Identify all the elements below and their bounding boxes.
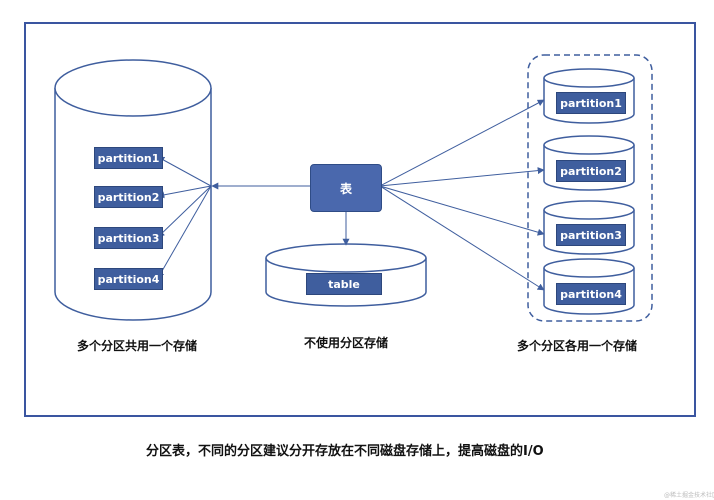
- arrow-to-right-partition: [379, 99, 545, 187]
- arrow-to-left-partition: [157, 185, 212, 238]
- table-node: 表: [310, 164, 382, 212]
- arrow-to-right-partition: [379, 185, 545, 236]
- per-partition-storage-group: [527, 54, 653, 322]
- bottom-caption: 分区表，不同的分区建议分开存放在不同磁盘存储上，提高磁盘的I/O: [146, 444, 544, 459]
- watermark: @稀土掘金技术社区: [664, 492, 714, 499]
- arrow-to-left-partition: [157, 156, 212, 187]
- right-caption: 多个分区各用一个存储: [517, 339, 638, 353]
- arrow-to-right-partition: [379, 185, 545, 291]
- right-partition-box: partition1: [556, 92, 626, 114]
- arrow-to-left-partition: [157, 185, 212, 199]
- arrow-to-left-partition: [157, 185, 212, 279]
- middle-caption: 不使用分区存储: [304, 336, 389, 350]
- left-partition-box: partition1: [94, 147, 163, 169]
- right-partition-box: partition2: [556, 160, 626, 182]
- arrow-to-right-partition: [379, 167, 545, 187]
- right-partition-box: partition3: [556, 224, 626, 246]
- right-partition-box: partition4: [556, 283, 626, 305]
- table-storage-box: table: [306, 273, 382, 295]
- left-partition-box: partition2: [94, 186, 163, 208]
- left-caption: 多个分区共用一个存储: [77, 339, 198, 353]
- left-partition-box: partition4: [94, 268, 163, 290]
- left-partition-box: partition3: [94, 227, 163, 249]
- outer-frame: [24, 22, 696, 417]
